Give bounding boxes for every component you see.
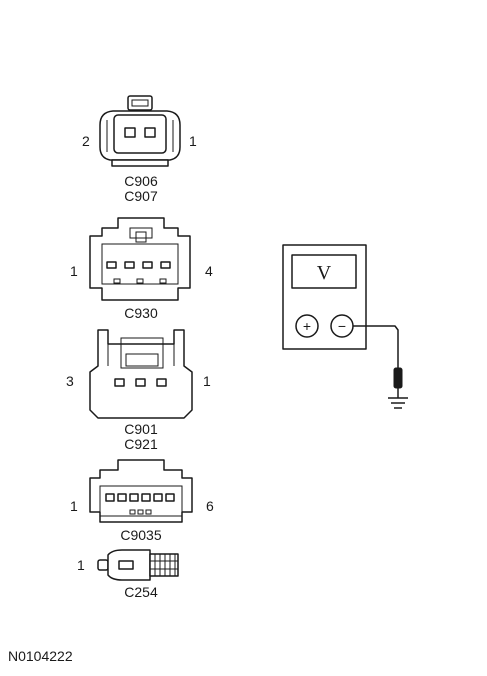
voltmeter-icon bbox=[282, 244, 367, 350]
voltmeter: V + − bbox=[282, 244, 408, 409]
pin-label-left: 2 bbox=[82, 133, 90, 149]
pin-label-right: 6 bbox=[206, 498, 214, 514]
probe-icon bbox=[393, 367, 403, 398]
voltmeter-display-symbol: V bbox=[317, 262, 332, 284]
pin-label-left: 1 bbox=[77, 557, 85, 573]
connector-c254: 1 C254 bbox=[77, 549, 179, 600]
connector-c930: 1 4 C930 bbox=[70, 217, 213, 321]
pin-label-left: 3 bbox=[66, 373, 74, 389]
connector-c901-c921: 3 1 C901 C921 bbox=[66, 329, 211, 452]
pin-label-left: 1 bbox=[70, 498, 78, 514]
connector-label: C921 bbox=[124, 436, 158, 452]
ground-icon bbox=[388, 397, 408, 409]
connector-label: C930 bbox=[124, 305, 158, 321]
minus-symbol: − bbox=[338, 318, 346, 334]
connector-c906-icon bbox=[99, 95, 181, 167]
test-lead bbox=[353, 325, 399, 368]
voltmeter-display bbox=[291, 254, 357, 289]
connector-label: C901 bbox=[124, 421, 158, 437]
connector-label: C907 bbox=[124, 188, 158, 204]
connector-c9035: 1 6 C9035 bbox=[70, 459, 214, 543]
pin-label-left: 1 bbox=[70, 263, 78, 279]
connector-c906-c907: 2 1 C906 C907 bbox=[82, 95, 197, 204]
connector-label: C906 bbox=[124, 173, 158, 189]
pin-label-right: 4 bbox=[205, 263, 213, 279]
connector-label: C254 bbox=[124, 584, 158, 600]
connector-c930-icon bbox=[89, 217, 191, 301]
positive-terminal bbox=[295, 314, 319, 338]
plus-symbol: + bbox=[303, 318, 311, 334]
pin-label-right: 1 bbox=[189, 133, 197, 149]
connector-label: C9035 bbox=[120, 527, 161, 543]
connector-c901-icon bbox=[89, 329, 193, 419]
pin-label-right: 1 bbox=[203, 373, 211, 389]
connector-c9035-icon bbox=[89, 459, 193, 523]
figure-id: N0104222 bbox=[8, 648, 73, 664]
connector-c254-icon bbox=[97, 549, 179, 581]
